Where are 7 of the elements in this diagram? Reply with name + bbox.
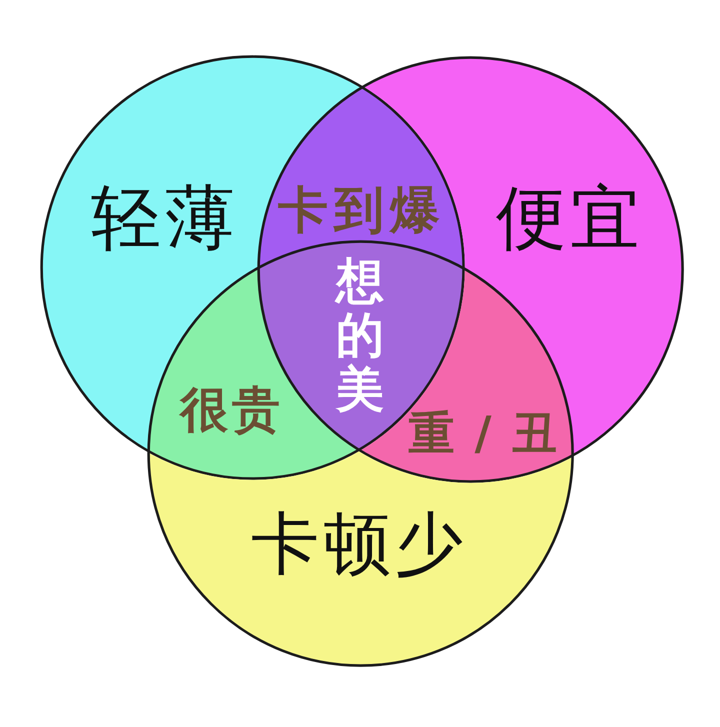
- region-label: 重 / 丑: [408, 410, 560, 456]
- circle-label: 轻薄: [90, 182, 239, 253]
- circle-label: 便宜: [496, 182, 644, 253]
- region-label: 很贵: [180, 386, 284, 434]
- region-label: 想的美: [336, 255, 384, 417]
- circle-label: 卡顿少: [250, 510, 467, 579]
- region-label: 卡到爆: [278, 185, 446, 235]
